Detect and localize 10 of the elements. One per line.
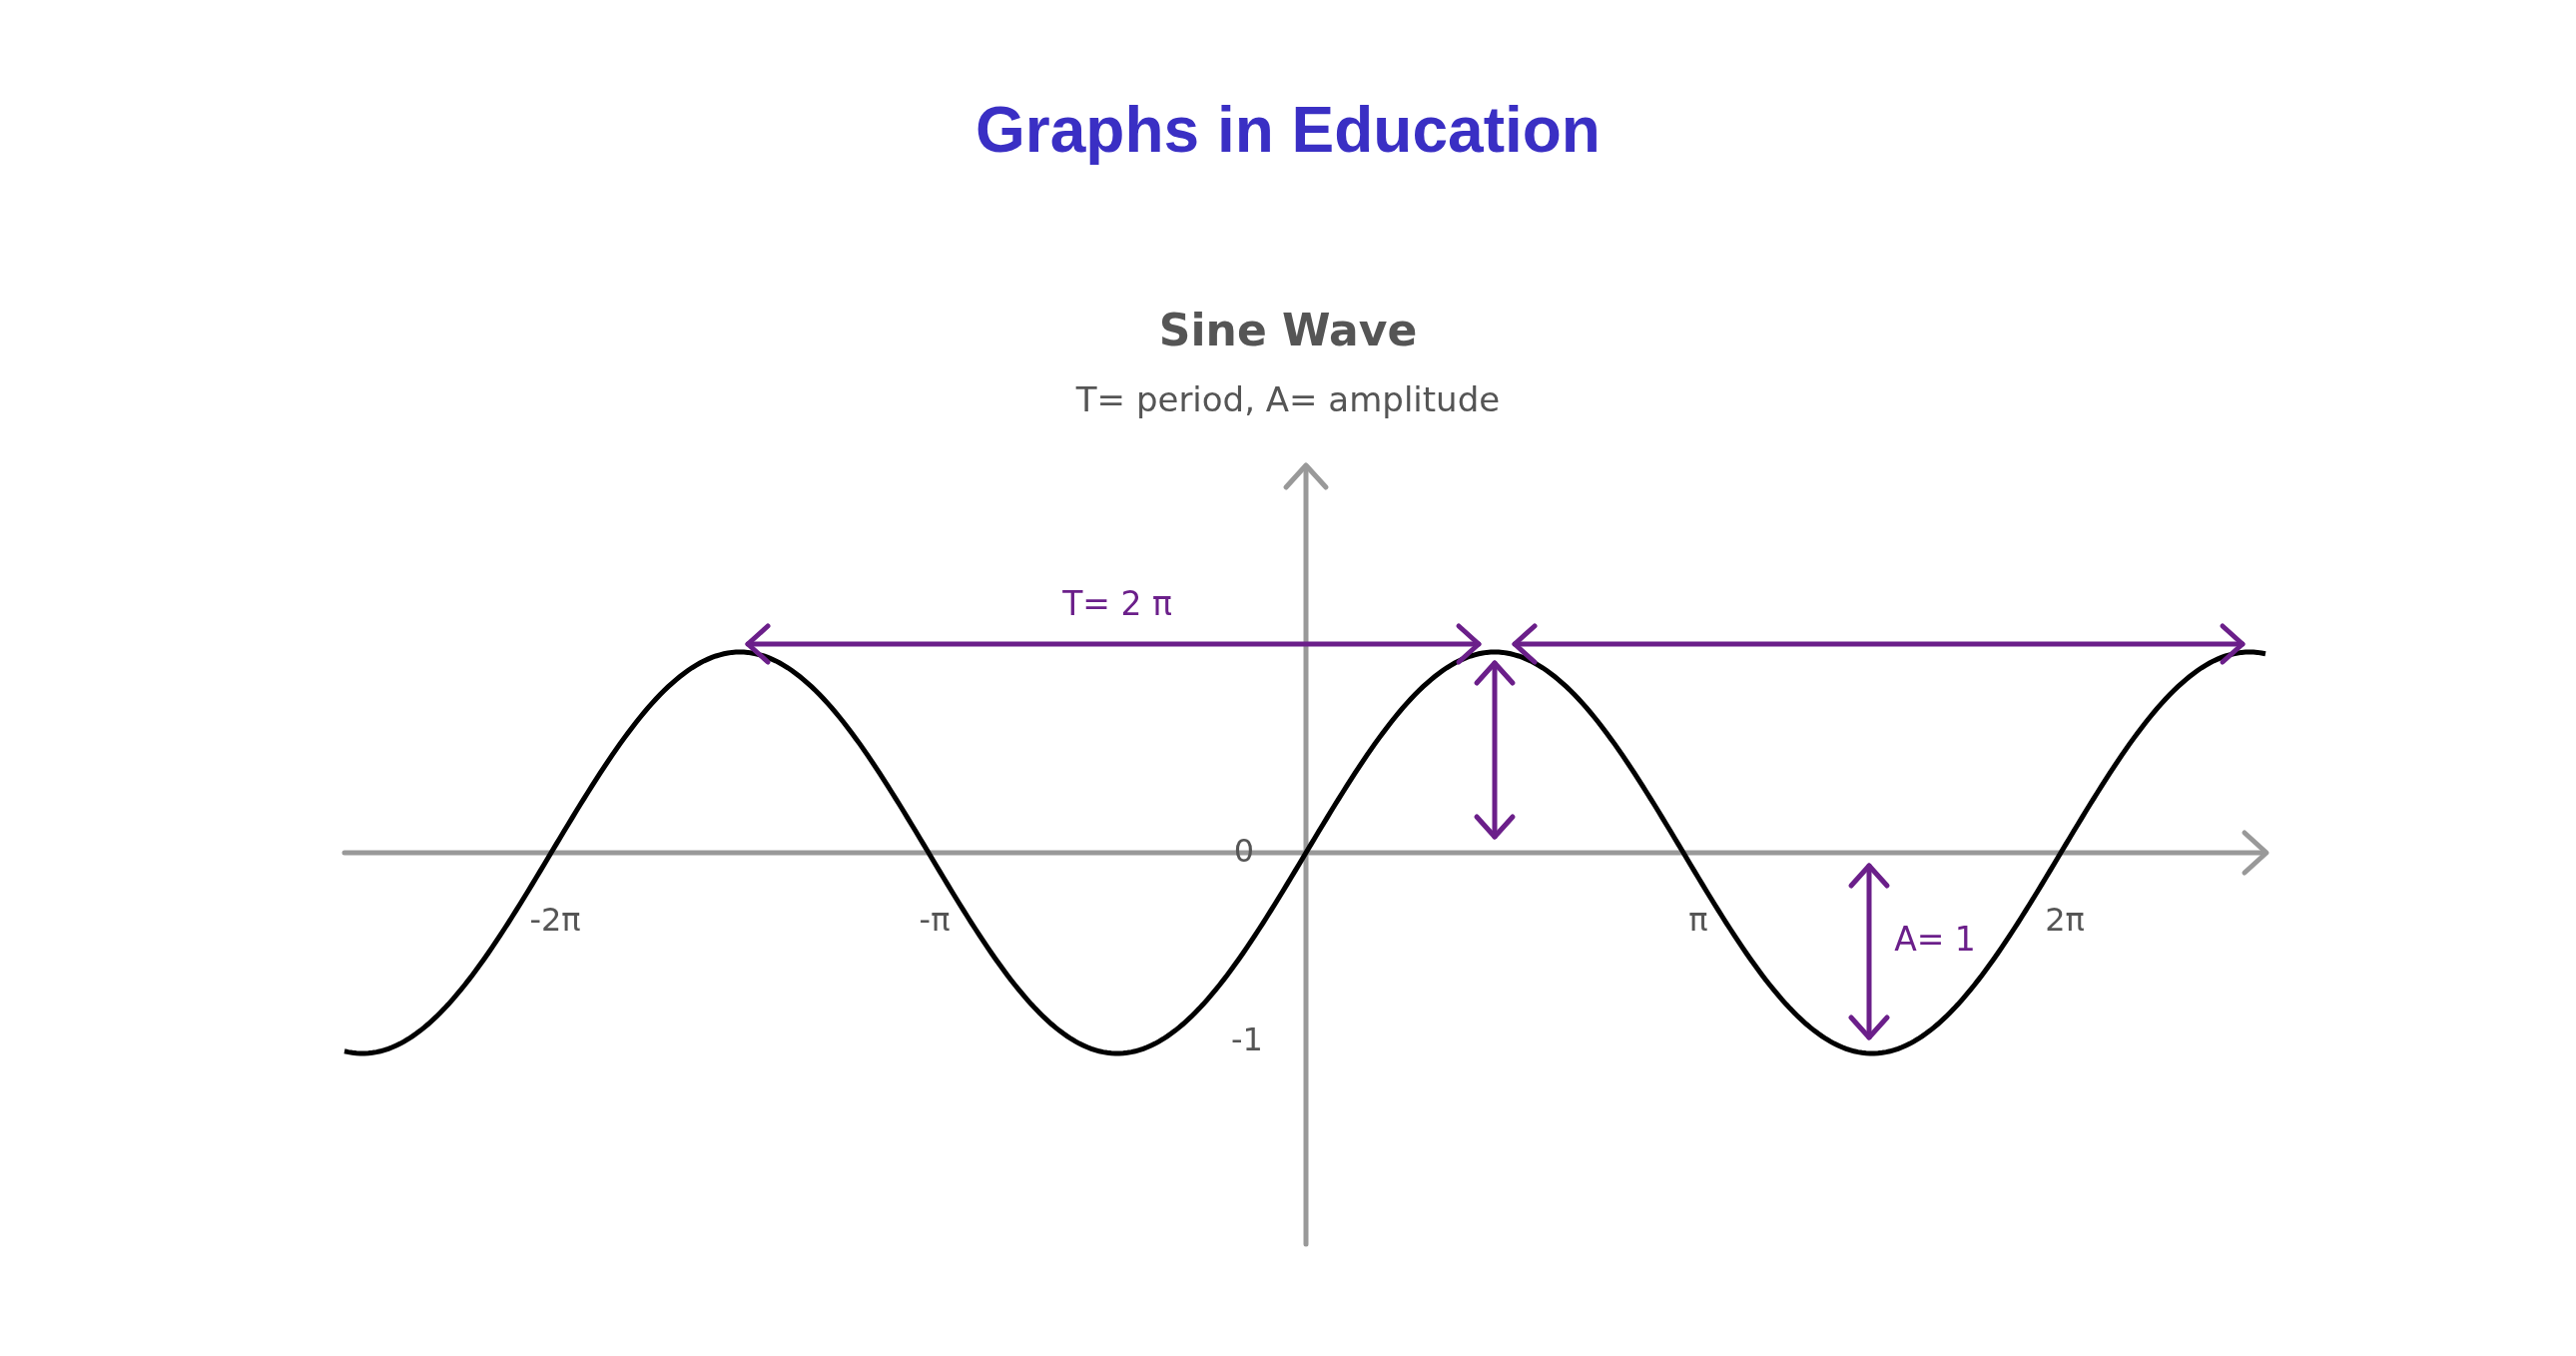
tick-label: -2π <box>529 900 581 941</box>
dimension-label: T= 2 π <box>1062 583 1172 626</box>
dimension-label: A= 1 <box>1894 919 1976 962</box>
chart-title: Sine Wave <box>1158 304 1418 357</box>
page-title: Graphs in Education <box>974 93 1602 168</box>
chart-subtitle: T= period, A= amplitude <box>1075 377 1501 421</box>
tick-label: π <box>1688 900 1708 941</box>
tick-label: -π <box>919 900 951 941</box>
tick-label: 2π <box>2045 900 2085 941</box>
tick-label: -1 <box>1231 1019 1263 1060</box>
